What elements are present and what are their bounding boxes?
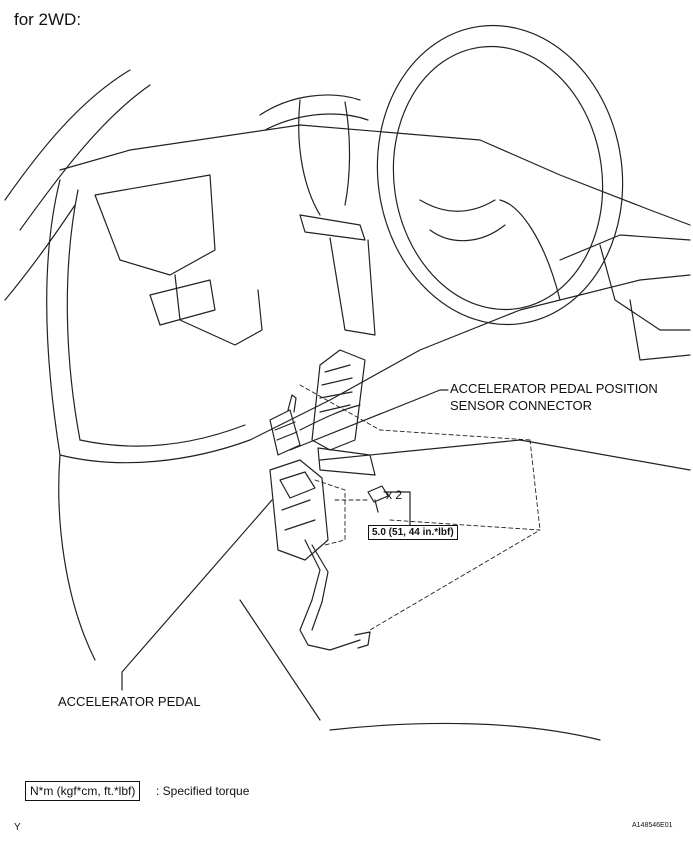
bolt-quantity: x 2 <box>386 488 403 502</box>
dashed-guides <box>299 384 541 631</box>
instrument-panel <box>46 124 691 464</box>
callout-sensor-connector-line1: ACCELERATOR PEDAL POSITION <box>450 381 658 396</box>
brake-pedal <box>311 349 376 476</box>
steering-column <box>299 214 376 336</box>
callout-sensor-connector-line2: SENSOR CONNECTOR <box>450 398 593 413</box>
callout-sensor-connector: ACCELERATOR PEDAL POSITION SENSOR CONNEC… <box>450 380 658 414</box>
leader-lines <box>121 389 449 691</box>
sensor-connector <box>269 394 361 456</box>
gauge-cluster <box>259 94 369 216</box>
corner-mark: Y <box>14 822 21 833</box>
floor <box>58 439 691 741</box>
figure-id: A148546E01 <box>632 822 673 829</box>
callout-accelerator-pedal: ACCELERATOR PEDAL <box>58 694 201 709</box>
torque-spec-box: 5.0 (51, 44 in.*lbf) <box>368 525 458 540</box>
legend-description: : Specified torque <box>156 784 250 798</box>
bolt-icon <box>367 485 389 513</box>
a-pillar <box>4 69 151 301</box>
legend-unit-box: N*m (kgf*cm, ft.*lbf) <box>25 781 141 801</box>
accelerator-pedal-assembly <box>269 459 371 651</box>
steering-wheel <box>376 24 624 326</box>
page-title: for 2WD: <box>14 10 82 29</box>
